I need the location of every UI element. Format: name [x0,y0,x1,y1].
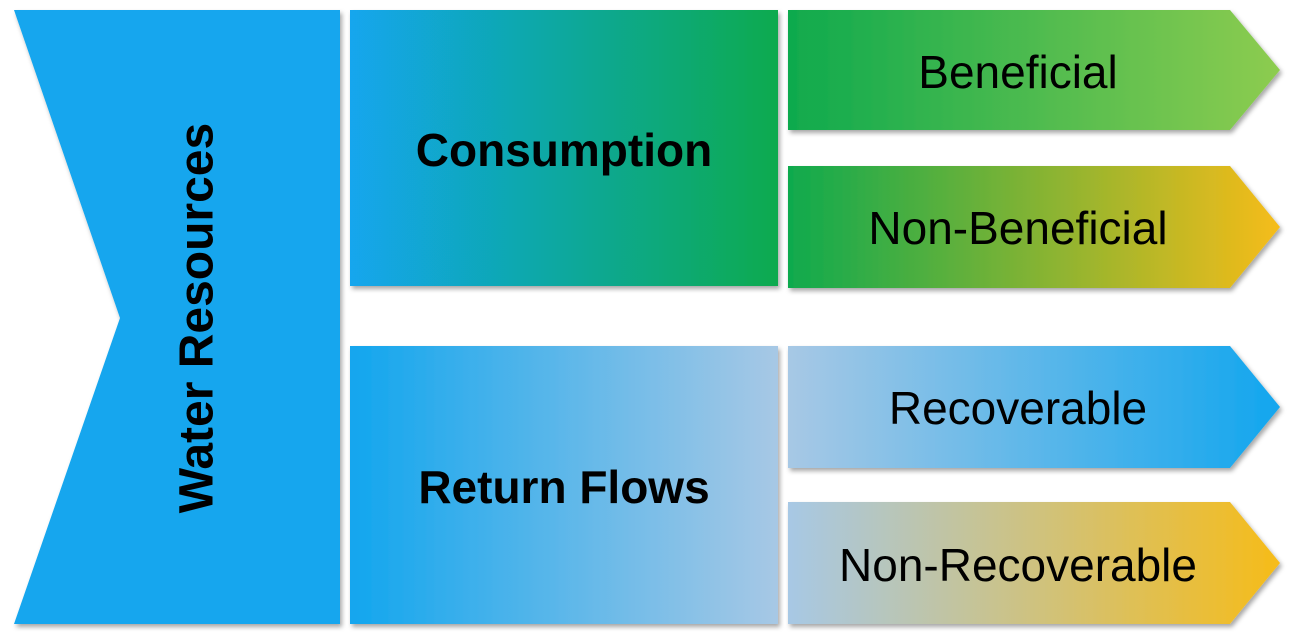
outcome-non-beneficial: Non-Beneficial [788,166,1280,288]
outcome-non-recoverable-label: Non-Recoverable [839,539,1197,591]
outcome-recoverable-arrow [788,346,1280,468]
outcome-non-beneficial-label: Non-Beneficial [868,202,1167,254]
outcome-beneficial-arrow [788,10,1280,130]
root-chevron: Water Resources [14,10,340,624]
category-return-flows: Return Flows [350,346,778,624]
outcome-non-recoverable: Non-Recoverable [788,502,1280,624]
outcome-non-recoverable-arrow [788,502,1280,624]
category-consumption-label: Consumption [416,124,712,176]
root-chevron-shape [14,10,340,624]
outcome-recoverable: Recoverable [788,346,1280,468]
outcome-non-beneficial-arrow [788,166,1280,288]
outcome-recoverable-label: Recoverable [889,382,1147,434]
category-consumption-box [350,10,778,286]
outcome-beneficial: Beneficial [788,10,1280,130]
category-return-flows-label: Return Flows [418,461,709,513]
category-return-flows-box [350,346,778,624]
category-consumption: Consumption [350,10,778,286]
outcome-beneficial-label: Beneficial [918,46,1117,98]
root-label: Water Resources [171,123,224,513]
